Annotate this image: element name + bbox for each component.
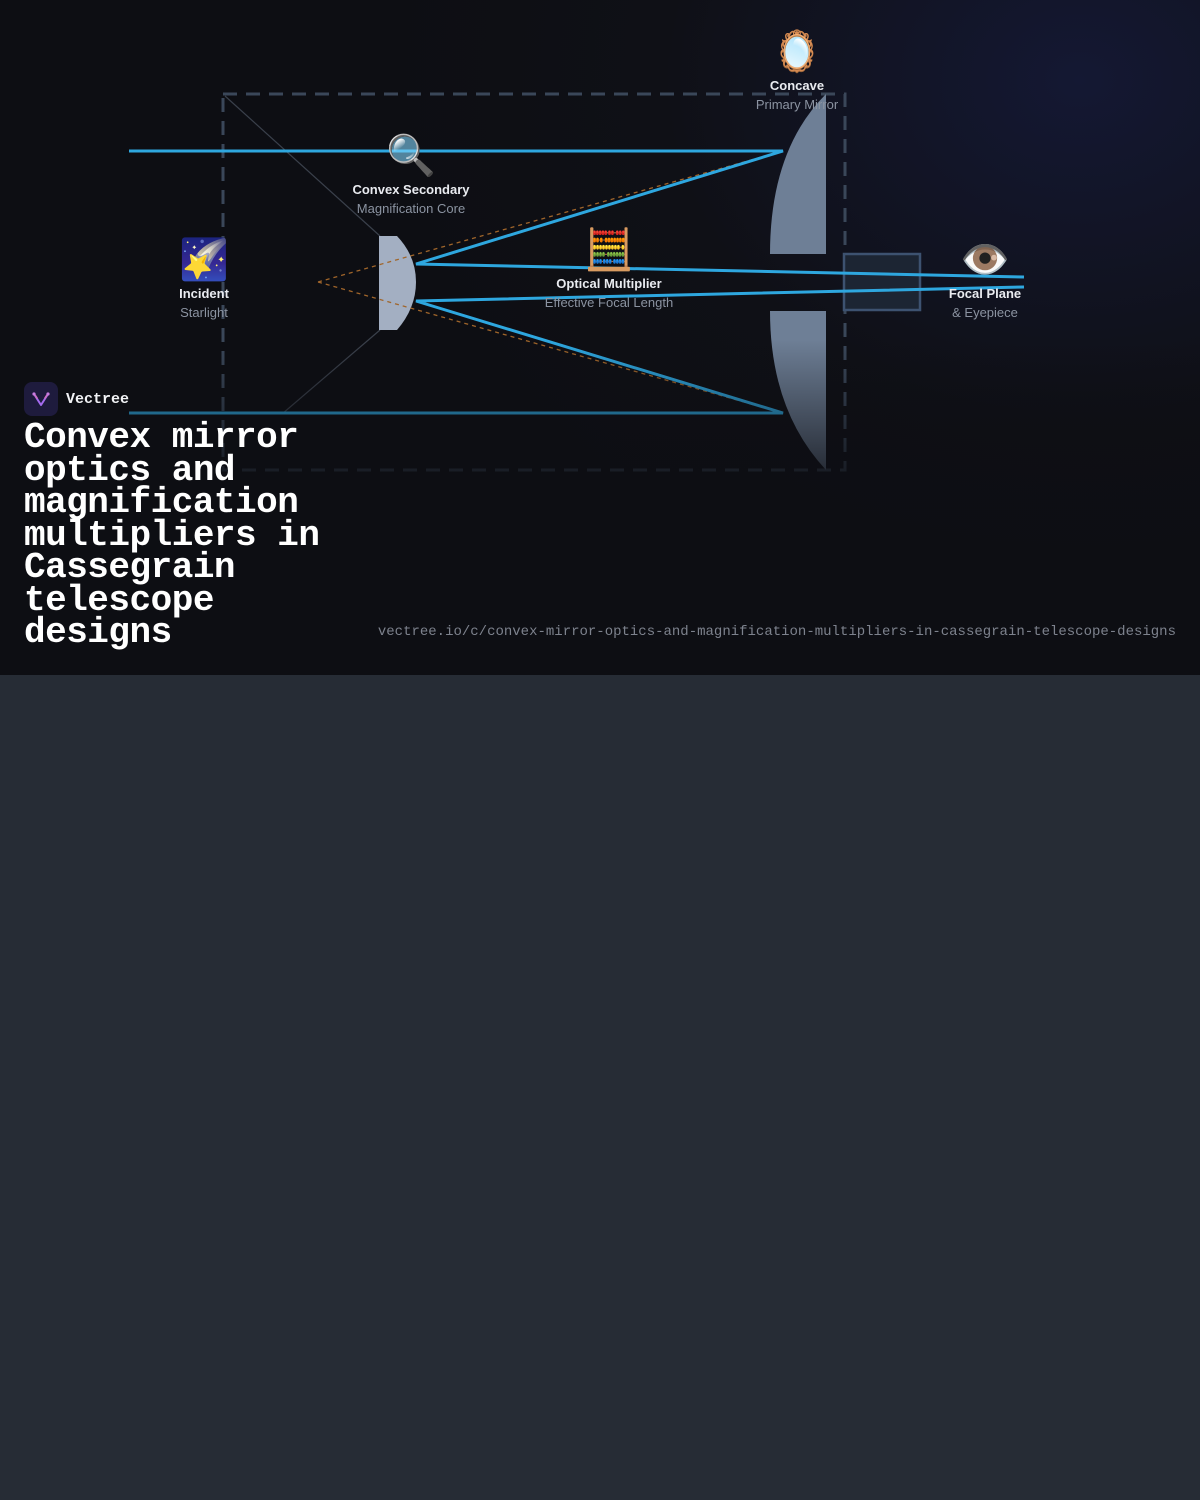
- node-subtitle: Effective Focal Length: [544, 295, 674, 310]
- shooting-star-icon: 🌠: [179, 238, 229, 282]
- node-title: Optical Multiplier: [556, 276, 662, 291]
- primary-mirror-lower: [770, 311, 826, 470]
- node-convex-secondary: 🔍 Convex Secondary Magnification Core: [311, 134, 511, 216]
- focal-plane-box: [842, 252, 922, 312]
- brand[interactable]: Vectree: [24, 382, 129, 416]
- spider-vane-top: [224, 95, 381, 237]
- node-title: Focal Plane: [948, 286, 1022, 301]
- cover-card: 🌠 Incident Starlight 🔍 Convex Secondary …: [0, 0, 1200, 675]
- mirror-icon: 🪞: [772, 30, 822, 74]
- brand-name: Vectree: [66, 390, 130, 408]
- light-ray-top: [129, 149, 1025, 279]
- node-subtitle: Primary Mirror: [755, 97, 839, 112]
- node-optical-multiplier: 🧮 Optical Multiplier Effective Focal Len…: [509, 228, 709, 310]
- primary-mirror-upper: [770, 94, 826, 254]
- vectree-logo-icon: [24, 382, 58, 416]
- secondary-mirror: [379, 236, 416, 330]
- page-url[interactable]: vectree.io/c/convex-mirror-optics-and-ma…: [377, 624, 1176, 640]
- node-title: Convex Secondary: [352, 182, 470, 197]
- node-title: Incident: [179, 286, 229, 301]
- page-title: Convex mirror optics and magnification m…: [24, 417, 320, 653]
- node-subtitle: Starlight: [180, 305, 228, 320]
- node-focal-plane: 👁️ Focal Plane & Eyepiece: [885, 238, 1085, 320]
- abacus-icon: 🧮: [584, 228, 634, 272]
- node-incident-starlight: 🌠 Incident Starlight: [104, 238, 304, 320]
- magnifier-icon: 🔍: [386, 134, 436, 178]
- node-concave-primary: 🪞 Concave Primary Mirror: [697, 30, 897, 112]
- node-subtitle: & Eyepiece: [952, 305, 1018, 320]
- spider-vane-bottom: [281, 329, 381, 415]
- virtual-ray-top: [317, 150, 784, 283]
- node-subtitle: Magnification Core: [356, 201, 466, 216]
- eye-icon: 👁️: [960, 238, 1010, 282]
- node-title: Concave: [769, 78, 825, 93]
